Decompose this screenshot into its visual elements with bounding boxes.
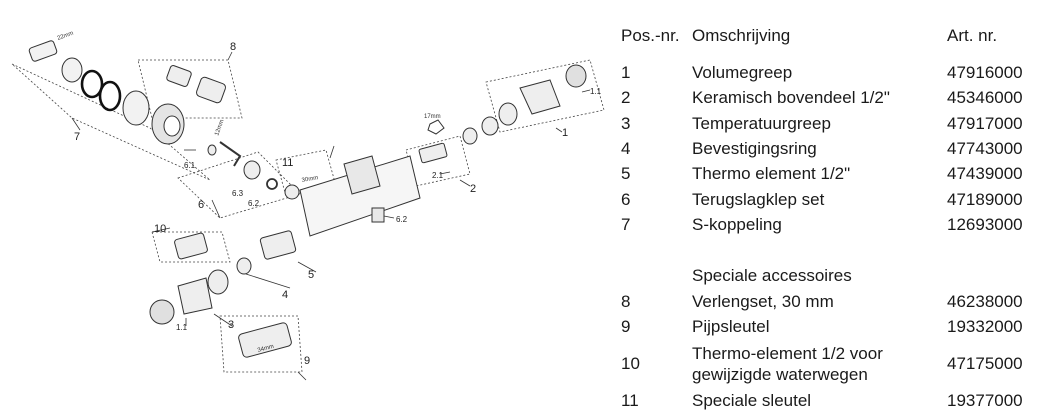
- row-1-art: 47916000: [947, 63, 1023, 82]
- row-9-art: 19332000: [947, 317, 1023, 336]
- row-10-desc: Thermo-element 1/2 voor gewijzigde water…: [692, 344, 883, 384]
- thermo-element-5: [259, 230, 297, 260]
- callout-3: 3: [228, 319, 234, 331]
- temperature-adapter: [207, 269, 229, 295]
- filter-6-3: [284, 184, 300, 200]
- callout-6-1: 6.1: [184, 161, 196, 170]
- mixer-outlet-top: [343, 155, 381, 195]
- group-9-frame: [219, 315, 303, 373]
- row-5-art: 47439000: [947, 164, 1023, 183]
- row-9-pos: 9: [621, 317, 631, 336]
- o-ring-2: [98, 80, 122, 112]
- callout-1: 1: [562, 127, 568, 139]
- header-art-nr: Art. nr.: [947, 26, 998, 45]
- row-10-pos: 10: [621, 354, 640, 373]
- callout-6: 6: [198, 199, 204, 211]
- row-1-pos: 1: [621, 63, 631, 82]
- hex-key: [219, 141, 242, 167]
- pipe-wrench-9: [238, 322, 292, 358]
- callout-1-1-right: 1.1: [590, 87, 602, 96]
- extension-part-2: [195, 76, 227, 104]
- o-ring-6-2: [266, 178, 278, 190]
- row-8-desc: Verlengset, 30 mm: [692, 292, 834, 311]
- headpart-ring: [462, 127, 478, 145]
- section-title-accessories: Speciale accessoires: [692, 266, 852, 285]
- row-1-desc: Volumegreep: [692, 63, 793, 82]
- row-5-pos: 5: [621, 164, 631, 183]
- callout-9: 9: [304, 355, 310, 367]
- row-6-art: 47189000: [947, 190, 1023, 209]
- row-5-desc: Thermo element 1/2": [692, 164, 851, 183]
- row-4-pos: 4: [621, 139, 631, 158]
- volume-adapter: [481, 116, 499, 136]
- temperature-handle: [177, 277, 213, 315]
- callout-5: 5: [308, 269, 314, 281]
- o-ring-1: [80, 69, 104, 99]
- volume-ring: [498, 102, 518, 126]
- callout-6-2: 6.2: [248, 199, 260, 208]
- row-10-art: 47175000: [947, 354, 1023, 373]
- exploded-view-diagram: 8 7 6.1 6.3 6.2 6 11 10 4 5 1.1 3 9 1 1.…: [11, 31, 605, 381]
- row-11-pos: 11: [621, 391, 639, 410]
- callout-2: 2: [470, 183, 476, 195]
- header-description: Omschrijving: [692, 26, 791, 45]
- row-2-art: 45346000: [947, 88, 1023, 107]
- row-3-art: 47917000: [947, 114, 1023, 133]
- fixing-ring-4: [236, 257, 252, 275]
- group-1-frame: [485, 59, 605, 133]
- dimension-34mm: 34mm: [257, 344, 275, 354]
- row-3-desc: Temperatuurgreep: [692, 114, 831, 133]
- ceramic-headpart: [418, 142, 448, 164]
- row-3-pos: 3: [621, 114, 631, 133]
- dimension-17mm: 17mm: [424, 114, 441, 120]
- diagram-svg: 8 7 6.1 6.3 6.2 6 11 10 4 5 1.1 3 9 1 1.…: [11, 31, 605, 381]
- temperature-cap: [149, 299, 175, 325]
- volume-cap: [565, 64, 587, 88]
- row-8-pos: 8: [621, 292, 631, 311]
- callout-1-1-left: 1.1: [176, 323, 188, 332]
- dimension-22mm: 22mm: [57, 31, 75, 42]
- group-8-frame: [137, 59, 243, 119]
- hex-17mm: [427, 119, 445, 135]
- group-2-frame: [405, 135, 471, 187]
- check-valve: [243, 160, 261, 180]
- callout-8: 8: [230, 41, 236, 53]
- row-11-art: 19377000: [947, 391, 1023, 410]
- callout-7: 7: [74, 131, 80, 143]
- callout-4: 4: [282, 289, 288, 301]
- group-10-frame: [151, 231, 231, 263]
- dimension-30mm: 30mm: [301, 175, 318, 184]
- header-pos-nr: Pos.-nr.: [621, 26, 680, 45]
- row-6-desc: Terugslagklep set: [692, 190, 825, 209]
- dimension-12mm: 12mm: [214, 119, 225, 137]
- row-2-desc: Keramisch bovendeel 1/2": [692, 88, 890, 107]
- row-6-pos: 6: [621, 190, 631, 209]
- row-4-desc: Bevestigingsring: [692, 139, 817, 158]
- row-9-desc: Pijpsleutel: [692, 317, 770, 336]
- row-11-desc: Speciale sleutel: [692, 391, 812, 410]
- row-2-pos: 2: [621, 88, 631, 107]
- callout-2-1: 2.1: [432, 171, 444, 180]
- rosette-nut: [122, 90, 150, 126]
- coupling-nut: [61, 57, 83, 83]
- volume-handle: [519, 79, 561, 115]
- row-4-art: 47743000: [947, 139, 1023, 158]
- callout-6-3: 6.3: [232, 189, 244, 198]
- row-7-pos: 7: [621, 215, 631, 234]
- row-7-desc: S-koppeling: [692, 215, 782, 234]
- callout-10: 10: [154, 223, 166, 235]
- outlet-check-valve: [371, 207, 385, 223]
- s-coupling-part: [28, 40, 58, 62]
- row-7-art: 12693000: [947, 215, 1023, 234]
- row-8-art: 46238000: [947, 292, 1023, 311]
- callout-6-2-body: 6.2: [396, 215, 408, 224]
- washer-6-1: [207, 144, 217, 156]
- callout-11: 11: [282, 157, 293, 169]
- thermo-element-10: [174, 232, 208, 260]
- group-6-frame: [177, 151, 301, 219]
- extension-part-1: [166, 65, 192, 87]
